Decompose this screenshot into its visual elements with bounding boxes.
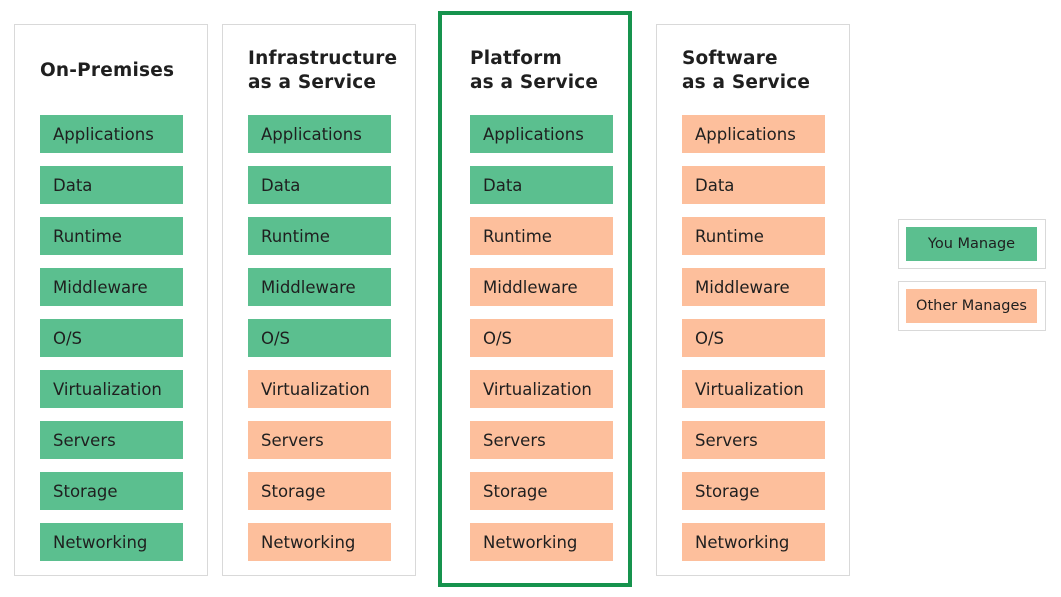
layer-storage: Storage: [248, 472, 391, 510]
layer-virtualization: Virtualization: [470, 370, 613, 408]
layer-middleware: Middleware: [682, 268, 825, 306]
layer-runtime: Runtime: [248, 217, 391, 255]
layer-data: Data: [40, 166, 183, 204]
layer-networking: Networking: [682, 523, 825, 561]
layer-virtualization: Virtualization: [682, 370, 825, 408]
layer-middleware: Middleware: [40, 268, 183, 306]
layer-servers: Servers: [248, 421, 391, 459]
layer-os: O/S: [470, 319, 613, 357]
layer-os: O/S: [682, 319, 825, 357]
column-title: On-Premises: [40, 60, 175, 81]
column-paas: Platform as a Service Applications Data …: [438, 11, 632, 587]
layer-applications: Applications: [682, 115, 825, 153]
layer-virtualization: Virtualization: [40, 370, 183, 408]
layer-networking: Networking: [248, 523, 391, 561]
layer-data: Data: [682, 166, 825, 204]
layer-runtime: Runtime: [682, 217, 825, 255]
layer-storage: Storage: [682, 472, 825, 510]
legend-you-manage: You Manage: [898, 219, 1046, 269]
column-on-premises: On-Premises Applications Data Runtime Mi…: [14, 24, 208, 576]
layer-servers: Servers: [682, 421, 825, 459]
layer-networking: Networking: [470, 523, 613, 561]
column-title: Software as a Service: [682, 48, 811, 93]
column-title: Platform as a Service: [470, 48, 599, 93]
layer-servers: Servers: [470, 421, 613, 459]
layer-applications: Applications: [40, 115, 183, 153]
legend-label: You Manage: [906, 227, 1037, 261]
layer-runtime: Runtime: [40, 217, 183, 255]
layer-data: Data: [248, 166, 391, 204]
column-iaas: Infrastructure as a Service Applications…: [222, 24, 416, 576]
layer-data: Data: [470, 166, 613, 204]
layer-os: O/S: [248, 319, 391, 357]
layer-applications: Applications: [248, 115, 391, 153]
layer-servers: Servers: [40, 421, 183, 459]
layer-storage: Storage: [40, 472, 183, 510]
column-title: Infrastructure as a Service: [248, 48, 398, 93]
column-saas: Software as a Service Applications Data …: [656, 24, 850, 576]
layer-runtime: Runtime: [470, 217, 613, 255]
layer-middleware: Middleware: [248, 268, 391, 306]
layer-os: O/S: [40, 319, 183, 357]
legend-other-manages: Other Manages: [898, 281, 1046, 331]
legend-label: Other Manages: [906, 289, 1037, 323]
layer-storage: Storage: [470, 472, 613, 510]
layer-networking: Networking: [40, 523, 183, 561]
layer-applications: Applications: [470, 115, 613, 153]
layer-middleware: Middleware: [470, 268, 613, 306]
layer-virtualization: Virtualization: [248, 370, 391, 408]
